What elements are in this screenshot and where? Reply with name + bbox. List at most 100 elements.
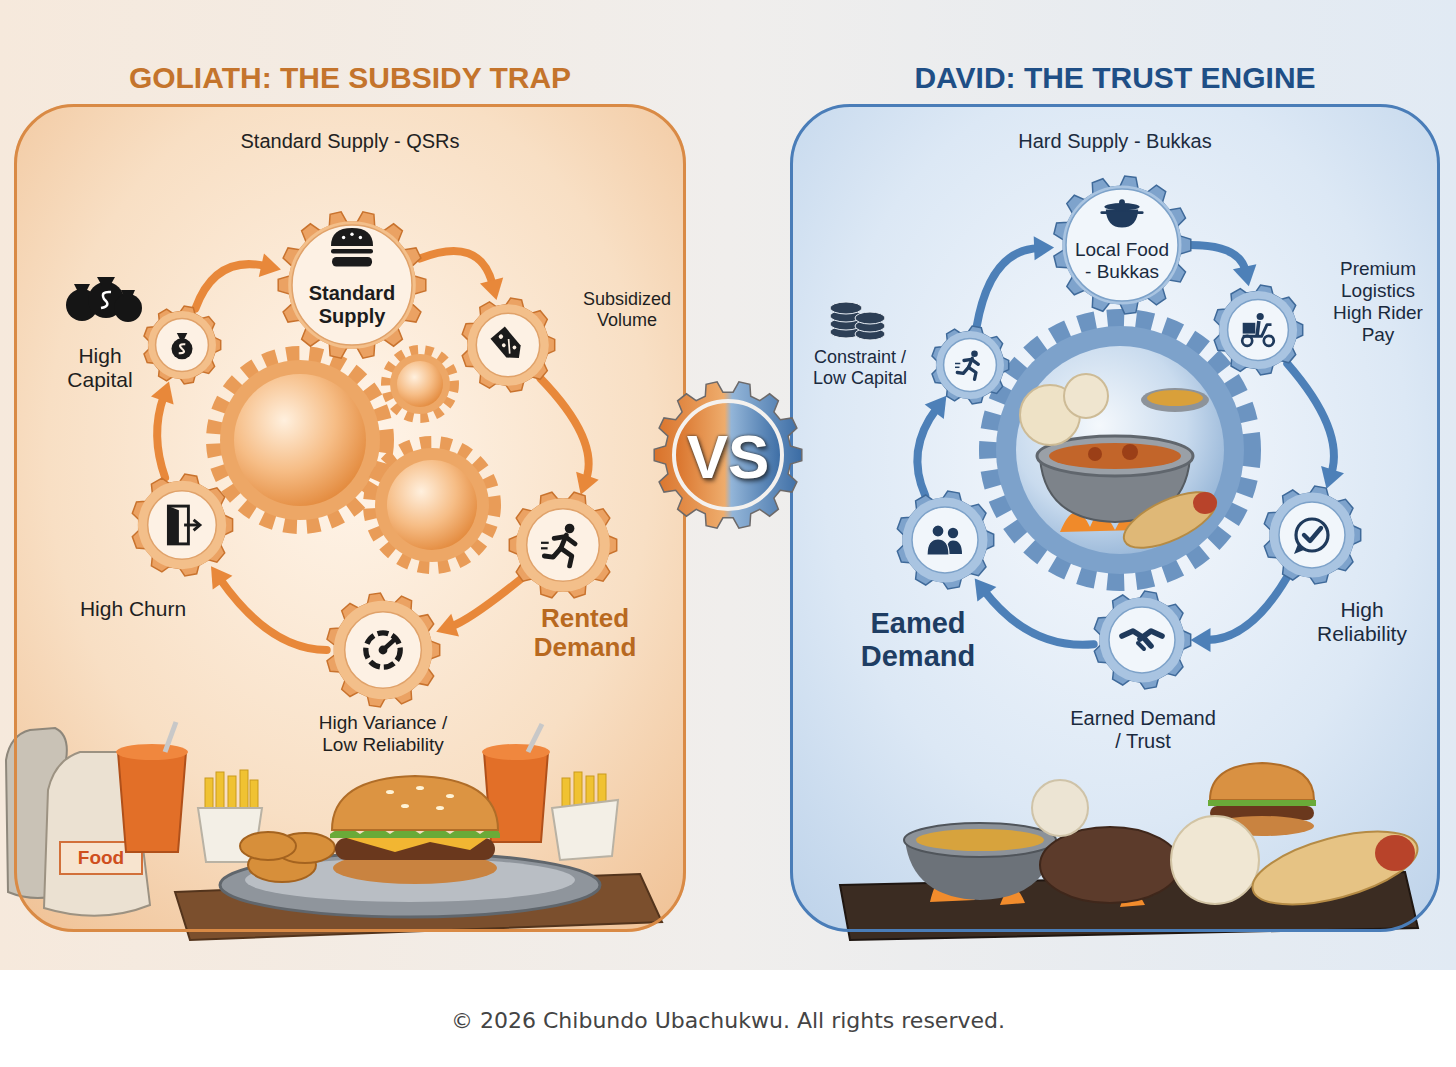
money-bag: [114, 294, 142, 322]
icon-part: [1264, 336, 1274, 346]
gear-node: High Churn: [130, 473, 234, 577]
caption-strip: [0, 970, 1456, 1067]
drink-lid: [482, 744, 550, 760]
gear-icon: [366, 633, 400, 667]
gear-shape: [130, 473, 234, 577]
icon-part: [969, 367, 977, 379]
arrow-head: [1321, 466, 1344, 489]
gear-icon: [331, 228, 373, 267]
nugget: [240, 832, 296, 860]
coin-stacks: [830, 302, 885, 340]
decor-gear: [214, 354, 386, 526]
cycle-arrow: [195, 253, 281, 308]
icon-part: [565, 524, 575, 534]
icon-part: [177, 333, 188, 339]
gear-teeth: [132, 474, 232, 576]
fry: [228, 776, 236, 812]
burger-lettuce: [1208, 800, 1316, 806]
icon-part: [1257, 321, 1259, 335]
gear-body: [516, 498, 610, 592]
trust-engine-center: [988, 318, 1252, 582]
icon-part: [1257, 313, 1264, 320]
icon-part: [1304, 528, 1321, 541]
icon-part: [379, 646, 388, 655]
gear-icon: [491, 327, 527, 364]
fry: [205, 778, 213, 812]
gear-body: [936, 331, 1004, 399]
sesame: [416, 786, 424, 790]
gear-icon: [541, 524, 575, 566]
decor-gear: [996, 326, 1244, 574]
fry: [562, 778, 570, 808]
bread: [1064, 374, 1108, 418]
gear-disc: [1279, 502, 1345, 568]
gear-body: [334, 601, 433, 700]
gear-body: [288, 221, 416, 349]
arrow-line: [195, 264, 265, 308]
gear-label: Earned Demand / Trust: [1068, 707, 1218, 753]
icon-part: [964, 359, 978, 364]
sesame: [436, 806, 444, 810]
panel-fill: [790, 104, 1440, 932]
icon-part: [927, 539, 949, 555]
icon-part: [948, 528, 958, 538]
arrow-line: [451, 579, 521, 627]
gear-shape: [895, 490, 995, 590]
burger-cheese: [340, 836, 490, 852]
wrap: [1245, 817, 1425, 919]
arrow-head: [211, 566, 232, 589]
gear-node: Premium Logistics High Rider Pay: [1212, 284, 1304, 376]
versus-text: VS: [653, 426, 803, 488]
icon-part: [932, 525, 944, 537]
gear-disc: [1228, 300, 1289, 361]
gear-node: Rented Demand: [508, 490, 618, 600]
top-ground: [0, 0, 1456, 970]
cycle-arrow: [1191, 577, 1288, 652]
cycle-arrow: [975, 578, 1094, 644]
gear-label: High Variance / Low Reliability: [303, 712, 463, 756]
gear-body: [138, 481, 226, 569]
gear-shape: [1212, 284, 1304, 376]
gear-icon: [955, 351, 978, 380]
stew: [1049, 443, 1181, 469]
gear-node: High Reliability: [1262, 485, 1362, 585]
gear-shape: [460, 297, 556, 393]
decor-gear: [370, 443, 494, 567]
fry: [240, 770, 248, 812]
fry: [216, 772, 224, 812]
gear-body: [1219, 291, 1297, 369]
copyright-caption: © 2026 Chibundo Ubachukwu. All rights re…: [0, 1008, 1456, 1033]
gear-teeth: [144, 306, 221, 384]
gear-disc: [345, 612, 422, 689]
icon-part: [350, 233, 353, 236]
burger-bun: [1210, 763, 1314, 800]
soup: [916, 829, 1044, 851]
gear-shape: [325, 592, 441, 708]
wrap-filling: [1193, 492, 1217, 514]
decor-gear: [220, 360, 380, 520]
gear-disc: [292, 225, 412, 345]
gear-disc: [527, 509, 600, 582]
gear-body: [467, 304, 549, 386]
money-sign: [101, 292, 111, 308]
icon-part: [955, 363, 960, 365]
icon-part: [332, 257, 372, 267]
gear-body: [1063, 186, 1182, 305]
wrap: [1116, 481, 1224, 560]
fry: [598, 774, 606, 804]
gear-label: High Reliability: [1310, 598, 1414, 646]
coin: [855, 312, 885, 324]
decor-gears: [214, 350, 494, 567]
arrow-line: [1207, 577, 1288, 640]
cycle-arrow: [540, 378, 598, 494]
icon-part: [561, 548, 572, 566]
icon-part: [1140, 631, 1162, 639]
gear-teeth: [278, 212, 426, 358]
cycle-arrow: [211, 566, 327, 650]
gear-body: [148, 311, 216, 379]
gear-icon: [1294, 519, 1328, 554]
gear-teeth: [932, 326, 1009, 404]
icon-part: [1100, 211, 1143, 214]
panel-frame: GOLIATH: THE SUBSIDY TRAPStandard Supply…: [14, 104, 686, 932]
icon-part: [172, 338, 193, 359]
